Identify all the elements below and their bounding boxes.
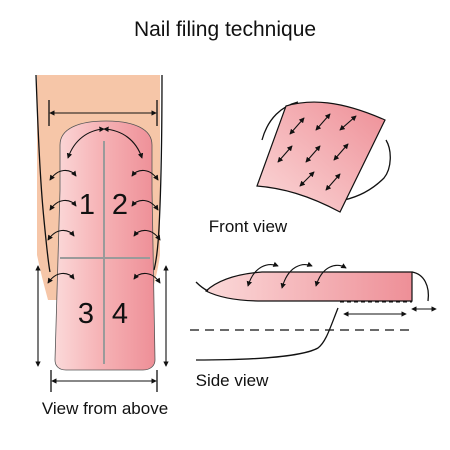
front-arrow-4 <box>277 145 293 163</box>
front-view <box>256 101 391 213</box>
side-view-caption: Side view <box>196 371 269 390</box>
view-from-above: 1 2 3 4 <box>35 74 169 392</box>
side-finger-top <box>195 281 209 292</box>
finger-right-outline <box>153 74 163 271</box>
front-arrow-6 <box>333 143 349 161</box>
curve-arrow-r2 <box>131 199 159 211</box>
finger-left-outline <box>35 74 51 273</box>
side-nail-shape <box>204 271 413 302</box>
front-arrow-3 <box>339 115 357 131</box>
front-nail-shape <box>256 101 386 213</box>
zone-4-label: 4 <box>112 298 128 330</box>
zone-3-label: 3 <box>78 298 94 330</box>
curve-arrow-l1 <box>49 169 77 181</box>
zone-2-label: 2 <box>112 189 128 221</box>
curve-arrow-r3 <box>133 229 161 241</box>
side-nail-tip <box>411 271 430 302</box>
front-arrow-1 <box>289 117 305 135</box>
side-curve-arrow-3 <box>314 263 347 287</box>
front-finger-line-left <box>261 101 299 141</box>
side-view <box>190 261 437 361</box>
view-from-above-caption: View from above <box>42 399 168 418</box>
front-finger-line-right <box>343 139 391 201</box>
side-curve-arrow-2 <box>280 261 313 289</box>
zone-1-label: 1 <box>79 189 95 221</box>
curve-arrow-l4 <box>47 272 75 284</box>
curve-arrow-r4 <box>133 272 161 284</box>
curve-arrow-l2 <box>49 199 77 211</box>
curve-arrow-r1 <box>131 169 159 181</box>
diagram-title: Nail filing technique <box>134 18 316 41</box>
front-arrow-7 <box>299 171 315 187</box>
front-arrow-5 <box>305 145 321 163</box>
front-arrow-8 <box>325 173 341 191</box>
side-finger-bottom <box>195 307 339 361</box>
front-view-caption: Front view <box>209 217 288 236</box>
tip-arc-arrow-right <box>103 126 144 159</box>
tip-arc-arrow-left <box>66 126 105 159</box>
front-arrow-2 <box>315 113 331 131</box>
curve-arrow-l3 <box>47 229 75 241</box>
side-curve-arrow-1 <box>246 261 279 287</box>
